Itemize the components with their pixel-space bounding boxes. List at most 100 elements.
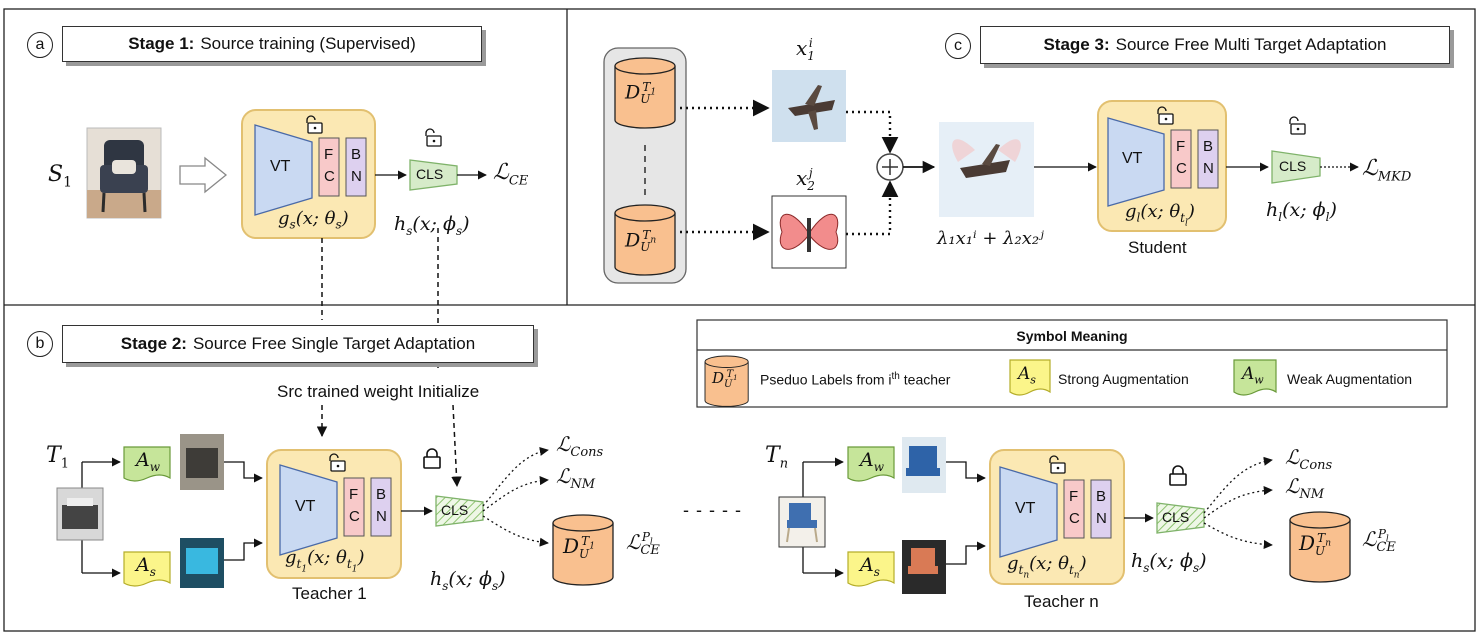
unlock-icon [425,128,442,147]
airplane-image [772,70,846,142]
aw-tag [847,446,895,482]
loss-mkd-label: ℒMKD [1362,156,1412,185]
fc-label-f: F [349,486,359,503]
stage1-title-text: Source training (Supervised) [200,34,416,53]
bn-label-b: B [1203,138,1214,155]
pseudo-label-d: DUTn [1299,531,1331,558]
lock-icon [1169,465,1187,486]
legend-d-label: DUT1 [712,369,738,390]
tn-label: Tn [765,443,789,472]
stage3-title: Stage 3:Source Free Multi Target Adaptat… [980,26,1450,64]
bn-label-b: B [351,146,362,163]
legend-weak-text: Weak Augmentation [1287,371,1413,387]
x2-label: x2j [796,166,815,193]
loss-ce-pl-label: ℒCEPl [626,530,660,558]
bn-label-n: N [1203,160,1214,177]
vt-label: VT [1122,150,1143,167]
printer-image [56,487,104,541]
as-tag [847,551,895,587]
aw-label: Aw [136,449,161,474]
loss-cons-label: ℒCons [1285,445,1333,473]
blue-chair-weak-image [902,437,946,493]
t1-label: T1 [46,443,69,472]
stage2-title-text: Source Free Single Target Adaptation [192,334,476,353]
plus-circle-icon [876,153,904,181]
target-n-label: DUTn [625,228,657,255]
aw-tag [123,446,171,482]
cls-head-frozen [1156,502,1205,534]
lock-icon [423,448,441,469]
source-head-label: hs(x; ϕs) [394,213,470,238]
mixup-label: λ₁x₁ⁱ + λ₂x₂ʲ [937,228,1044,249]
stage2-title: Stage 2: Source Free Single Target Adapta… [62,325,534,363]
source-encoder-label: gs(x; θs) [278,208,349,232]
as-label: As [136,554,156,579]
loss-ce-label: ℒCE [493,160,529,189]
stage-b-circle: b [27,331,53,357]
stage1-title: Stage 1: Source training (Supervised) [62,26,482,62]
student-label: Student [1128,238,1187,257]
loss-nm-label: ℒNM [1285,474,1325,502]
loss-ce-pl-label: ℒCEPl [1362,527,1396,555]
cls-label: CLS [1279,158,1307,174]
source-label: S1 [48,162,72,191]
legend-aw-tag [1233,359,1277,396]
bn-label-b: B [1096,488,1107,505]
teachern-encoder-label: gtn(x; θtn) [1007,553,1087,580]
bn-label-n: N [351,168,362,185]
legend-as-tag [1009,359,1051,396]
legend-as-label: As [1018,364,1036,387]
mixed-image [939,122,1034,217]
vt-label: VT [1015,500,1036,517]
butterfly-image [771,195,847,269]
bn-label-b: B [376,486,387,503]
stage1-title-bold: Stage 1: [128,34,195,53]
cls-label: CLS [441,502,469,518]
stage3-title-bold: Stage 3: [1043,35,1110,54]
aw-label: Aw [860,449,885,474]
printer-weak-image [180,434,224,490]
target-1-label: DUT1 [625,80,657,107]
cls-head [1271,150,1321,184]
legend-pseudo-text: Pseduo Labels from ith teacher [760,371,951,388]
fc-label-f: F [1176,138,1186,155]
fc-label-c: C [324,168,335,185]
fc-label-f: F [324,146,334,163]
teacher-head-label: hs(x; ϕs) [430,568,506,593]
teachern-label: Teacher n [1024,592,1099,611]
blue-chair-image [778,496,826,548]
unlock-icon [1289,116,1306,135]
x1-label: x1i [796,36,815,63]
stage-a-circle: a [27,32,53,58]
as-label: As [860,554,880,579]
hollow-arrow-icon [179,156,228,194]
pseudo-label-d: DUT1 [563,534,595,561]
bn-label-n: N [1096,510,1107,527]
stage2-title-bold: Stage 2: [120,334,187,353]
cls-head-frozen [435,495,484,527]
legend-title: Symbol Meaning [1016,328,1128,344]
chair-image [86,127,162,219]
cls-label: CLS [416,166,444,182]
teacher1-encoder-label: gt1(x; θt1) [285,547,365,574]
cls-label: CLS [1162,509,1190,525]
student-encoder-label: gl(x; θtl) [1125,201,1195,228]
legend-strong-text: Strong Augmentation [1058,371,1189,387]
init-label: Src trained weight Initialize [277,382,480,401]
teacher1-label: Teacher 1 [292,584,367,603]
fc-label-c: C [1176,160,1187,177]
orange-chair-strong-image [902,540,946,594]
vt-label: VT [295,498,316,515]
teacher-head-label: hs(x; ϕs) [1131,550,1207,575]
fc-label-c: C [349,508,360,525]
cls-head [409,159,458,191]
stage-c-circle: c [945,33,971,59]
loss-nm-label: ℒNM [556,464,596,492]
as-tag [123,551,171,587]
fc-label-c: C [1069,510,1080,527]
bn-label-n: N [376,508,387,525]
printer-strong-image [180,538,224,588]
fc-label-f: F [1069,488,1079,505]
legend-box [696,319,1448,408]
